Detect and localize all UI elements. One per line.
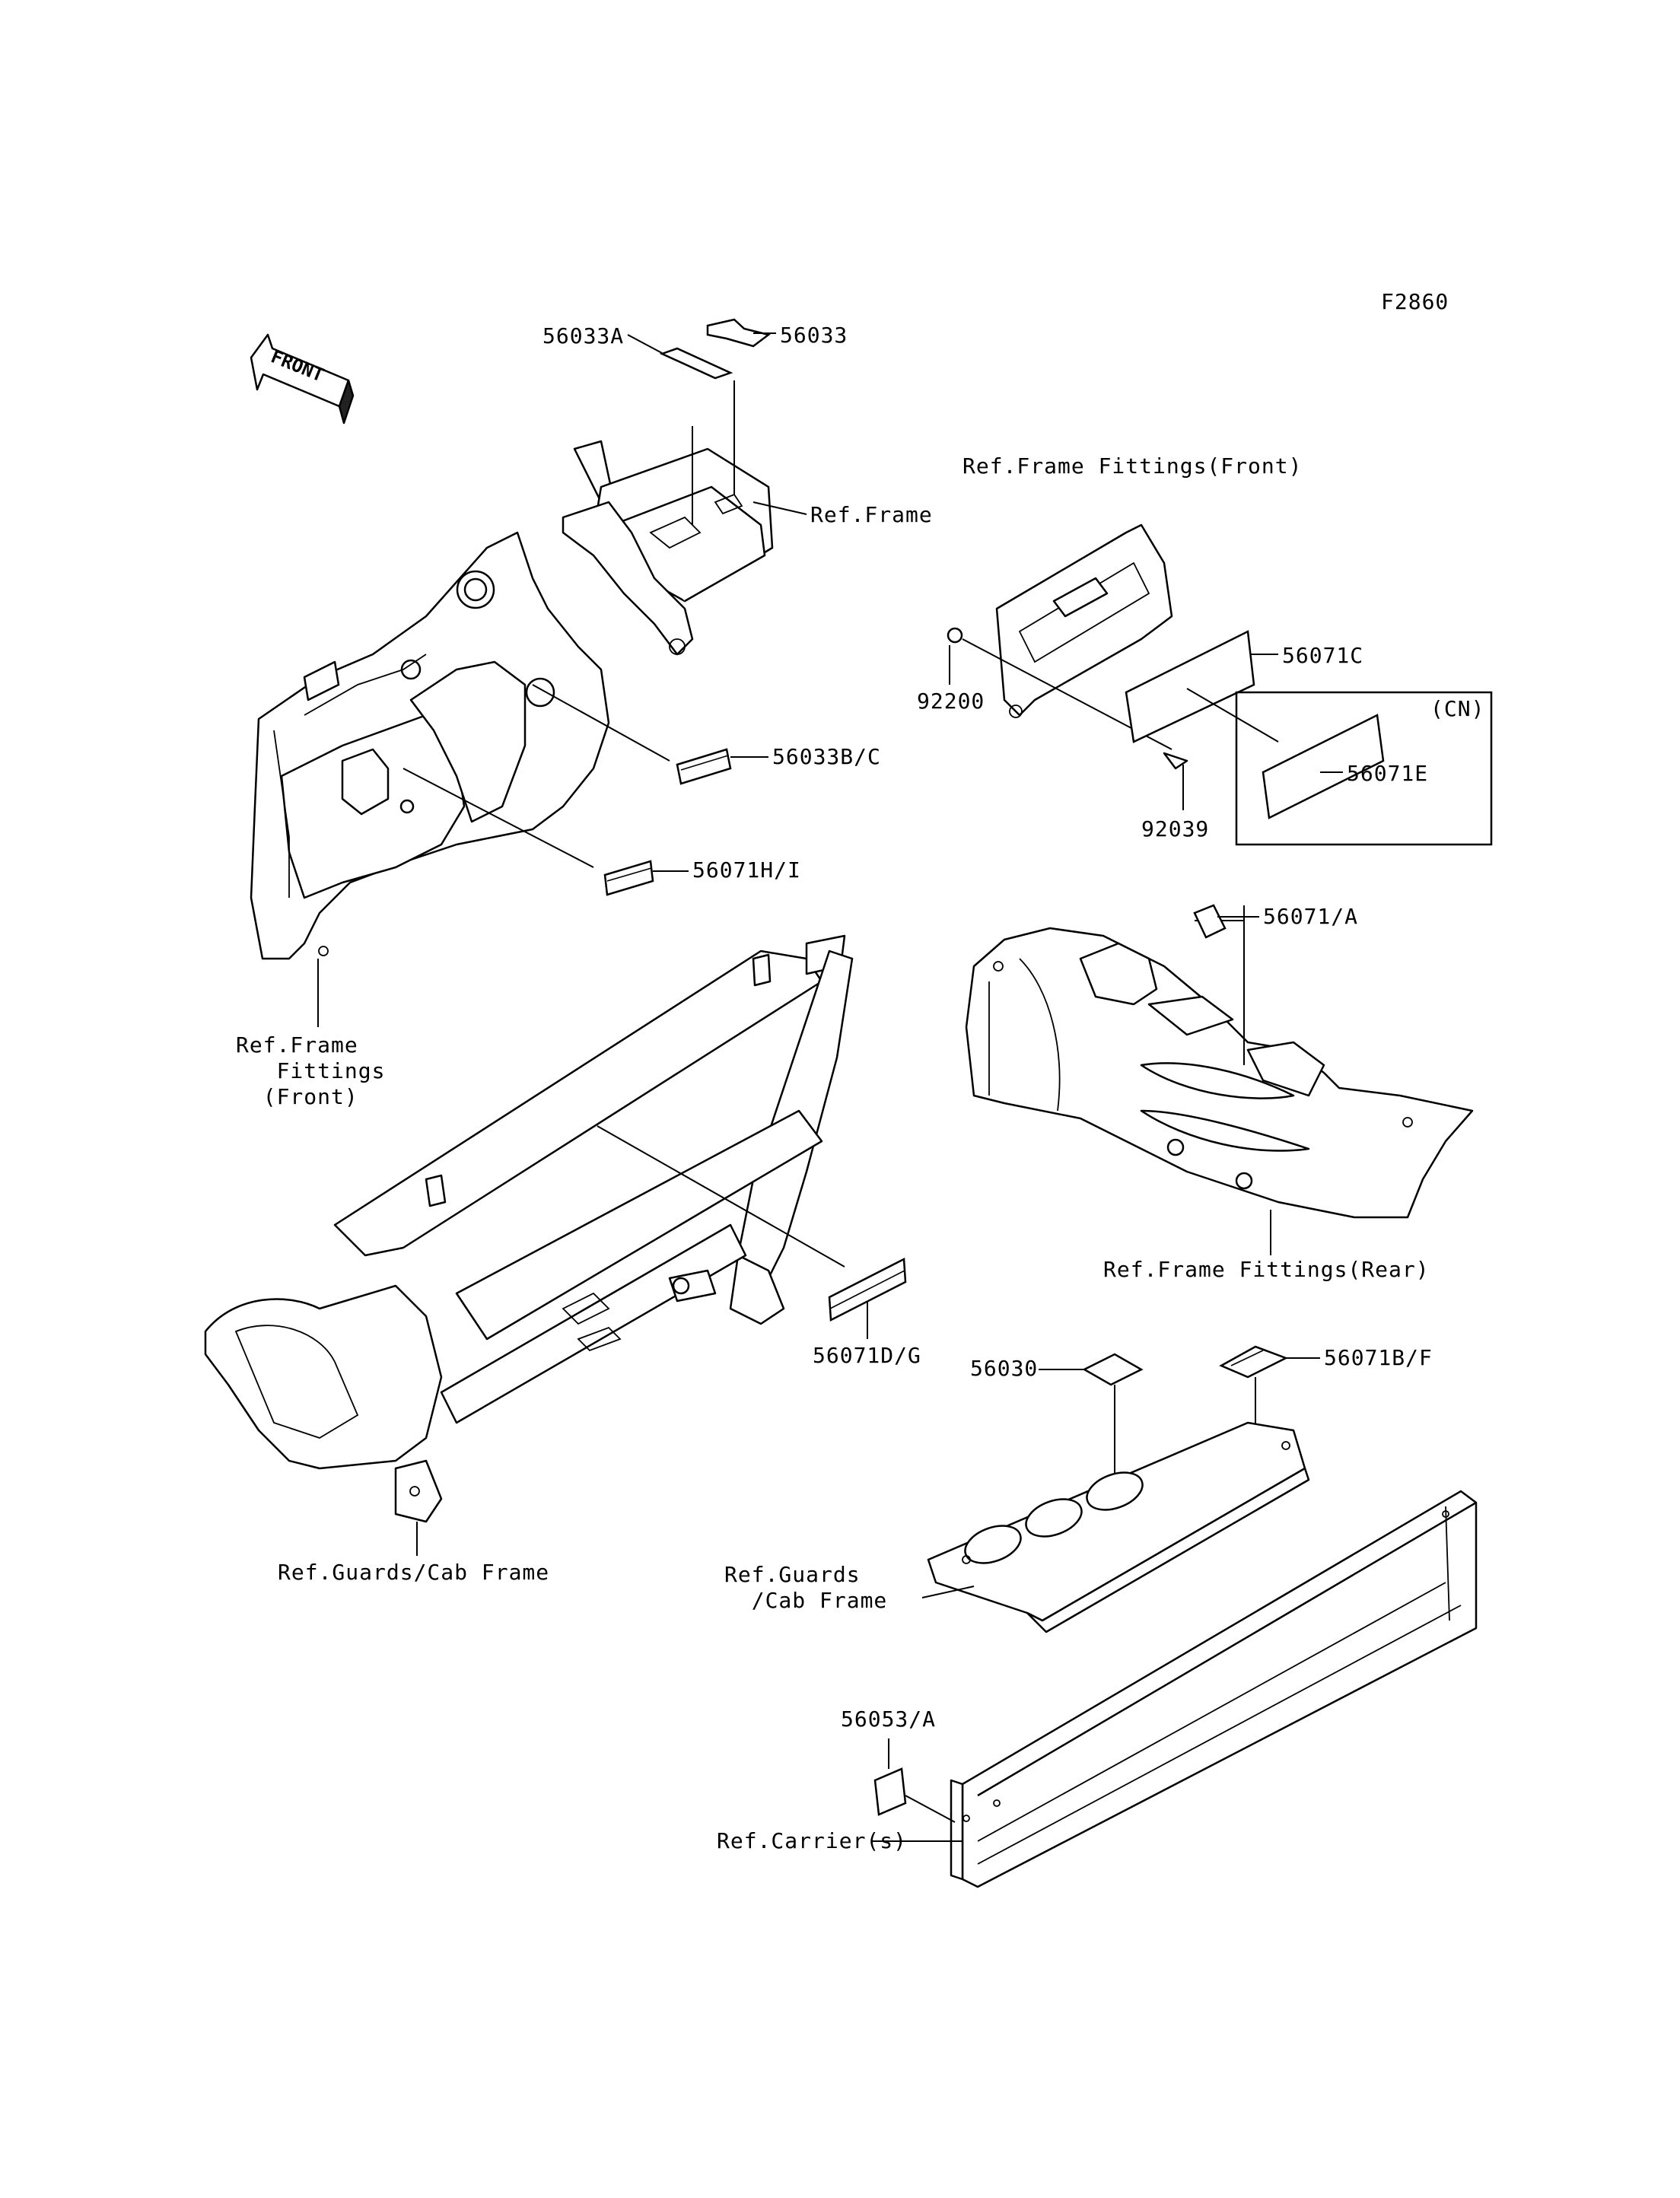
label-ref-frame-fittings-front-top: Ref.Frame Fittings(Front)	[963, 453, 1303, 479]
label-56071DG: 56071D/G	[813, 1343, 921, 1368]
front-fitting-right-part	[947, 523, 1278, 810]
cn-variant-box	[1235, 691, 1493, 846]
front-fitting-left-part	[250, 531, 670, 1027]
decal-56071DG	[828, 1258, 907, 1339]
label-56071HI: 56071H/I	[692, 857, 801, 883]
label-92039: 92039	[1141, 816, 1210, 841]
label-92200: 92200	[917, 689, 985, 714]
label-56071A: 56071/A	[1263, 904, 1359, 929]
label-ref-frame-fittings-rear: Ref.Frame Fittings(Rear)	[1103, 1257, 1430, 1282]
label-56030: 56030	[970, 1356, 1039, 1381]
rear-fitting-part	[965, 905, 1474, 1255]
cab-frame-guard-part	[204, 934, 854, 1556]
label-56033BC: 56033B/C	[772, 744, 881, 769]
frame-bracket-part	[562, 380, 807, 656]
label-56071C: 56071C	[1282, 643, 1364, 668]
front-arrow-icon: FRONT	[250, 333, 355, 425]
decal-56053A	[873, 1738, 956, 1823]
decal-56071A	[1193, 904, 1259, 939]
floor-panel-part	[921, 1421, 1310, 1633]
label-ref-guards-cab-left: Ref.Guards/Cab Frame	[278, 1560, 550, 1585]
decal-56033A	[627, 334, 733, 380]
label-56053A: 56053/A	[841, 1707, 937, 1732]
label-56033: 56033	[780, 323, 848, 348]
label-ref-guards-cab-right: Ref.Guards /Cab Frame	[724, 1562, 888, 1613]
label-56033A: 56033A	[542, 323, 625, 348]
decal-56033BC	[676, 748, 768, 785]
label-56071E: 56071E	[1347, 761, 1429, 786]
label-56071BF: 56071B/F	[1324, 1345, 1433, 1370]
decal-56030	[1039, 1353, 1144, 1537]
label-ref-frame: Ref.Frame	[810, 502, 933, 527]
figure-code: F2860	[1381, 289, 1449, 314]
decal-56071HI	[603, 860, 689, 896]
label-ref-carriers: Ref.Carrier(s)	[717, 1828, 908, 1853]
decal-56071C	[1125, 630, 1279, 743]
decal-56033	[706, 318, 776, 348]
carrier-part	[871, 1490, 1478, 1888]
label-cn: (CN)	[1430, 696, 1485, 721]
label-ref-frame-fittings-front-left: Ref.Frame Fittings (Front)	[236, 1032, 386, 1109]
